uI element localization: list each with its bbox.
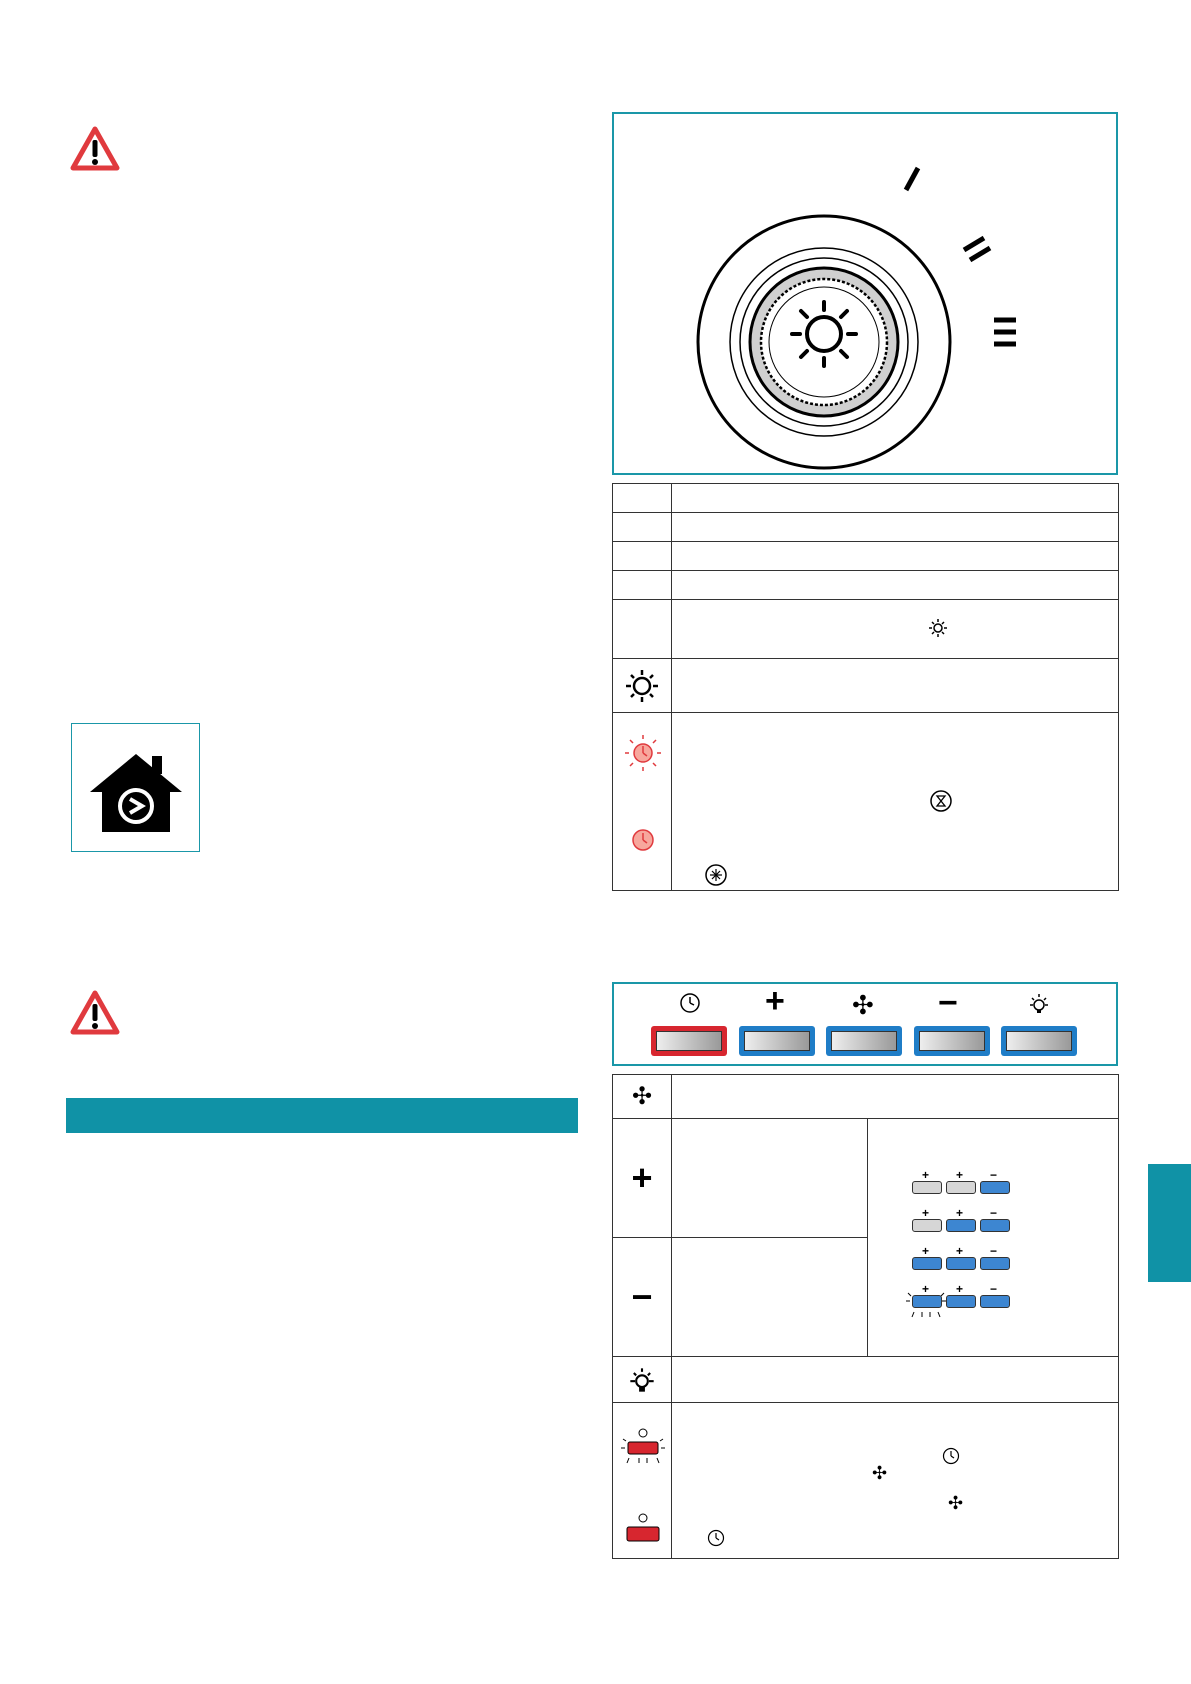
house-recirculation-badge <box>71 723 200 852</box>
minus-button[interactable]: − <box>914 986 992 1062</box>
fan-button[interactable]: ✣ <box>826 992 904 1062</box>
chapter-side-tab <box>1148 1164 1191 1282</box>
table-row <box>612 599 1119 659</box>
light-button[interactable] <box>1001 992 1079 1062</box>
speed-level-row: + + − <box>906 1282 1022 1318</box>
speed-mark-3 <box>994 317 1016 347</box>
minus-icon: − <box>631 1276 653 1317</box>
speed-indicator-label: + <box>922 1206 930 1220</box>
speed-indicator-label: + <box>922 1168 930 1182</box>
speed-indicator-label: − <box>990 1206 998 1220</box>
speed-indicator-segment <box>912 1257 942 1270</box>
speed-indicator-label: + <box>922 1244 930 1258</box>
fan-icon: ✣ <box>852 990 874 1020</box>
speed-level-row: + + − <box>912 1207 1022 1239</box>
table-row <box>612 658 1119 713</box>
warning-icon-top <box>70 126 120 172</box>
filter-icon <box>930 790 952 812</box>
fan-icon: ✣ <box>948 1493 964 1513</box>
speed-indicator-segment <box>946 1257 976 1270</box>
warning-icon-bottom <box>70 990 120 1036</box>
timer-icon <box>707 1529 725 1547</box>
speed-indicator-label: + <box>956 1168 964 1182</box>
timer-icon <box>942 1447 960 1465</box>
light-bulb-icon <box>630 1367 654 1392</box>
knob-diagram-panel <box>612 112 1118 475</box>
table-row <box>612 570 1119 600</box>
speed-indicator-segment <box>912 1295 942 1308</box>
fan-icon: ✣ <box>631 1083 653 1110</box>
timer-button[interactable] <box>651 992 729 1062</box>
fan-icon: ✣ <box>872 1463 888 1483</box>
timer-steady-icon <box>632 829 654 851</box>
timer-button-steady-icon <box>626 1513 660 1542</box>
speed-indicator-segment <box>980 1257 1010 1270</box>
table-row <box>612 1356 1119 1403</box>
blink-rays-icon <box>906 1292 946 1318</box>
speed-mark-2 <box>962 235 992 263</box>
light-bulb-icon <box>1030 994 1048 1013</box>
speed-indicator-segment <box>912 1219 942 1232</box>
speed-indicator-diagram: + + − + + − + + − + + − <box>906 1169 1022 1319</box>
control-panel-diagram: + ✣ − <box>612 982 1118 1066</box>
snowflake-icon <box>705 864 727 886</box>
speed-indicator-label: − <box>990 1244 998 1258</box>
speed-indicator-segment <box>946 1295 976 1308</box>
speed-indicator-label: − <box>990 1282 998 1296</box>
timer-icon <box>680 993 700 1013</box>
plus-icon: + <box>765 982 785 1020</box>
speed-indicator-segment <box>912 1181 942 1194</box>
speed-indicator-label: + <box>922 1282 930 1296</box>
buttons-function-table: ✣ + + + − + + − + + − + + − − <box>612 1074 1119 1559</box>
speed-indicator-segment <box>946 1219 976 1232</box>
speed-indicator-segment <box>946 1181 976 1194</box>
knob-light-icon <box>790 300 858 368</box>
light-icon <box>626 669 658 702</box>
light-icon <box>929 619 947 637</box>
table-row: + + + − + + − + + − + + − <box>612 1118 1119 1357</box>
speed-level-row: + + − <box>912 1245 1022 1277</box>
speed-indicator-label: − <box>990 1168 998 1182</box>
speed-indicator-label: + <box>956 1244 964 1258</box>
speed-indicator-segment <box>980 1295 1010 1308</box>
table-row: ✣ <box>612 1074 1119 1119</box>
table-row <box>612 541 1119 571</box>
house-recirculation-icon <box>88 752 184 834</box>
knob-function-table <box>612 483 1119 891</box>
timer-blinking-icon <box>625 735 661 771</box>
timer-button-blinking-icon <box>621 1428 665 1464</box>
speed-indicator-label: + <box>956 1282 964 1296</box>
table-row <box>612 712 1119 891</box>
speed-indicator-segment <box>980 1181 1010 1194</box>
plus-icon: + <box>631 1157 653 1198</box>
plus-button[interactable]: + <box>739 984 817 1062</box>
speed-mark-1 <box>903 166 921 192</box>
minus-icon: − <box>938 984 958 1022</box>
table-row <box>612 512 1119 542</box>
speed-indicator-segment <box>980 1219 1010 1232</box>
table-row: − <box>612 1237 1119 1357</box>
speed-indicator-label: + <box>956 1206 964 1220</box>
table-row: ✣ ✣ <box>612 1402 1119 1559</box>
speed-level-row: + + − <box>912 1169 1022 1201</box>
section-header-bar <box>66 1098 578 1133</box>
table-row <box>612 483 1119 513</box>
